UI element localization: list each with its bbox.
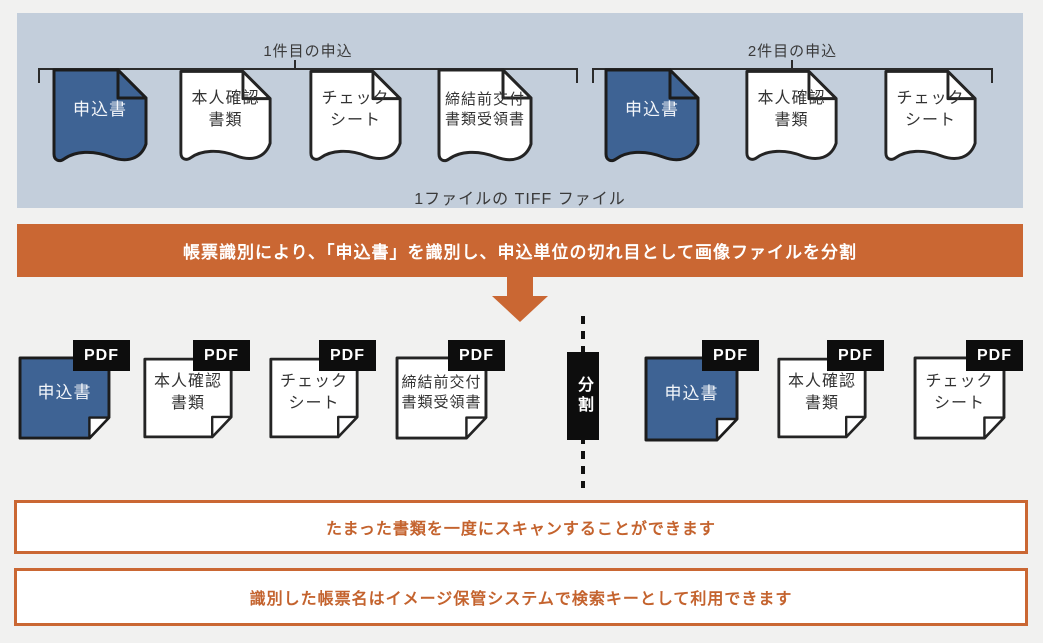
- document-application-form: 申込書: [602, 66, 702, 172]
- group2-label: 2件目の申込: [747, 43, 838, 60]
- document-label: 本人確認書類: [757, 90, 826, 129]
- benefit-box-scan: たまった書類を一度にスキャンすることができます: [14, 500, 1028, 554]
- document-label: 締結前交付書類受領書: [444, 90, 525, 128]
- pdf-badge: PDF: [319, 340, 376, 371]
- pdf-badge: PDF: [702, 340, 759, 371]
- pdf-check-sheet: PDF チェックシート: [268, 340, 376, 441]
- group2-bracket-tick: [791, 60, 793, 69]
- pdf-check-sheet: PDF チェックシート: [912, 340, 1023, 441]
- document-label: チェックシート: [896, 90, 965, 129]
- group1-bracket: [38, 68, 578, 83]
- pdf-identity-docs: PDF 本人確認書類: [776, 340, 884, 441]
- document-label: 本人確認書類: [153, 373, 222, 412]
- group1-bracket-tick: [294, 60, 296, 69]
- process-banner-text: 帳票識別により、「申込書」を識別し、申込単位の切れ目として画像ファイルを分割: [183, 243, 857, 262]
- group1-label: 1件目の申込: [263, 43, 353, 60]
- document-application-form: 申込書: [50, 66, 150, 172]
- pdf-badge: PDF: [73, 340, 130, 371]
- benefit-text: 識別した帳票名はイメージ保管システムで検索キーとして利用できます: [249, 591, 793, 608]
- document-label: 本人確認書類: [191, 90, 260, 129]
- document-receipt: 締結前交付書類受領書: [435, 66, 535, 172]
- group2-bracket: [592, 68, 993, 83]
- tiff-source-panel: 1件目の申込 2件目の申込 申込書 本人確認書類 チェックシート: [17, 13, 1023, 208]
- document-label: 本人確認書類: [787, 373, 856, 412]
- pdf-badge: PDF: [966, 340, 1023, 371]
- document-check-sheet: チェックシート: [882, 66, 979, 172]
- document-label: 申込書: [625, 99, 679, 119]
- document-label: 締結前交付書類受領書: [401, 373, 482, 411]
- process-banner: 帳票識別により、「申込書」を識別し、申込単位の切れ目として画像ファイルを分割: [17, 224, 1023, 277]
- document-label: チェックシート: [925, 373, 994, 412]
- down-arrow-icon: [507, 277, 533, 297]
- document-label: 申込書: [37, 382, 92, 402]
- document-label: 申込書: [73, 99, 127, 119]
- pdf-receipt: PDF 締結前交付書類受領書: [394, 340, 505, 441]
- benefit-text: たまった書類を一度にスキャンすることができます: [326, 521, 716, 538]
- pdf-badge: PDF: [448, 340, 505, 371]
- pdf-application-form: PDF 申込書: [15, 340, 130, 441]
- document-label: チェックシート: [321, 90, 390, 129]
- document-check-sheet: チェックシート: [307, 66, 404, 172]
- benefit-box-search-key: 識別した帳票名はイメージ保管システムで検索キーとして利用できます: [14, 568, 1028, 626]
- document-label: 申込書: [664, 383, 719, 403]
- pdf-identity-docs: PDF 本人確認書類: [142, 340, 250, 441]
- split-label: 分割: [567, 352, 599, 440]
- tiff-caption: 1ファイルの TIFF ファイル: [414, 191, 626, 208]
- pdf-badge: PDF: [827, 340, 884, 371]
- document-identity-docs: 本人確認書類: [177, 66, 274, 172]
- down-arrow-head-icon: [492, 296, 548, 322]
- document-label: チェックシート: [279, 373, 348, 412]
- pdf-badge: PDF: [193, 340, 250, 371]
- document-identity-docs: 本人確認書類: [743, 66, 840, 172]
- pdf-application-form: PDF 申込書: [640, 340, 759, 443]
